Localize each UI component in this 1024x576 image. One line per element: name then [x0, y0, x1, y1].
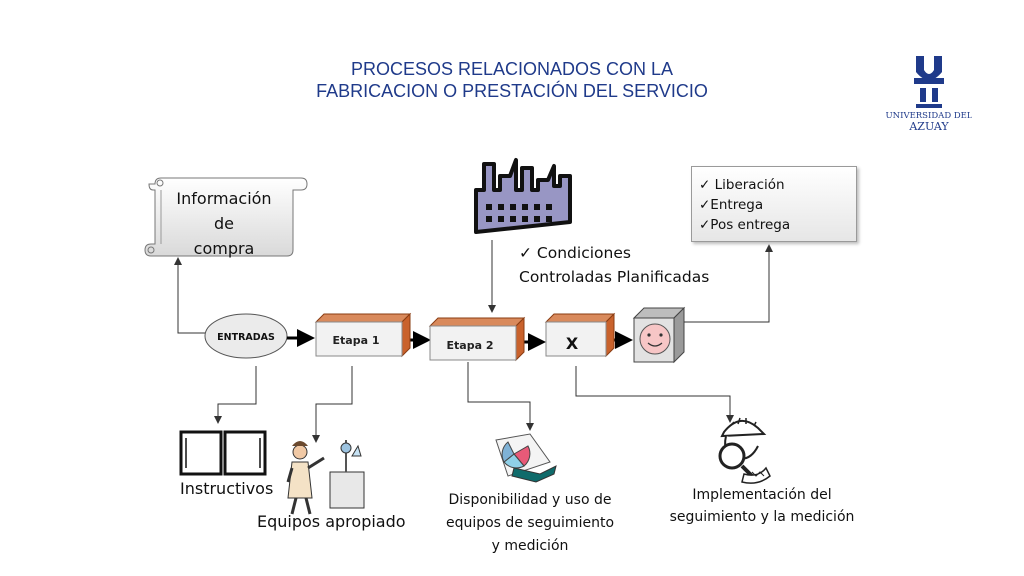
entradas-label: ENTRADAS: [217, 332, 275, 343]
etapa-2-label: Etapa 2: [447, 339, 494, 352]
condiciones-line-2: Controladas Planificadas: [519, 268, 710, 286]
entradas-to-info-connector: [174, 257, 208, 334]
info-compra-text: Información de compra: [160, 186, 288, 261]
condiciones-text: ✓ Condiciones Controladas Planificadas: [519, 241, 709, 289]
title-line-2: FABRICACION O PRESTACIÓN DEL SERVICIO: [316, 81, 708, 101]
output-item-pos-entrega: ✓Pos entrega: [699, 217, 791, 233]
info-compra-line-1: Información: [176, 189, 272, 208]
entradas-node: ENTRADAS: [204, 313, 288, 359]
implementacion-label: Implementación del seguimiento y la medi…: [669, 487, 855, 525]
factory-icon: [474, 158, 572, 234]
instructivos-label: Instructivos: [180, 479, 274, 498]
entradas-to-instructivos-connector: [214, 366, 257, 424]
scientist-icon: [286, 440, 365, 515]
smiley-face-icon: [639, 323, 671, 355]
scroll-info-compra: [144, 177, 308, 257]
customer-cube: [632, 306, 686, 364]
x-to-implementacion-connector: [575, 366, 734, 423]
etapa1-to-equipos-connector: [312, 366, 353, 443]
detective-icon: [718, 417, 771, 484]
output-item-liberacion: ✓ Liberación: [699, 177, 785, 193]
x-box: X: [544, 312, 616, 358]
title-line-1: PROCESOS RELACIONADOS CON LA: [350, 59, 674, 79]
etapa-1-label: Etapa 1: [333, 334, 380, 347]
equipos-label: Equipos apropiado: [257, 512, 406, 531]
disponibilidad-label: Disponibilidad y uso de equipos de segui…: [445, 492, 615, 554]
university-logo: UNIVERSIDAD DEL AZUAY: [885, 50, 973, 136]
cube-to-output-connector: [684, 244, 773, 323]
x-label: X: [566, 334, 579, 353]
info-compra-line-2: de: [214, 214, 234, 233]
etapa2-to-disponibilidad-connector: [467, 362, 534, 431]
logo-line-2: AZUAY: [908, 120, 949, 133]
etapa-1-box: Etapa 1: [314, 312, 412, 358]
etapa-2-box: Etapa 2: [428, 316, 526, 362]
book-icon: [179, 430, 267, 476]
info-compra-line-3: compra: [193, 239, 255, 258]
logo-line-1: UNIVERSIDAD DEL: [886, 111, 972, 121]
page-title: PROCESOS RELACIONADOS CON LA FABRICACION…: [230, 58, 794, 102]
output-checklist: ✓ Liberación ✓Entrega ✓Pos entrega: [691, 166, 857, 242]
output-item-entrega: ✓Entrega: [699, 197, 764, 213]
condiciones-line-1: ✓ Condiciones: [519, 244, 631, 262]
pie-chart-icon: [495, 433, 557, 483]
